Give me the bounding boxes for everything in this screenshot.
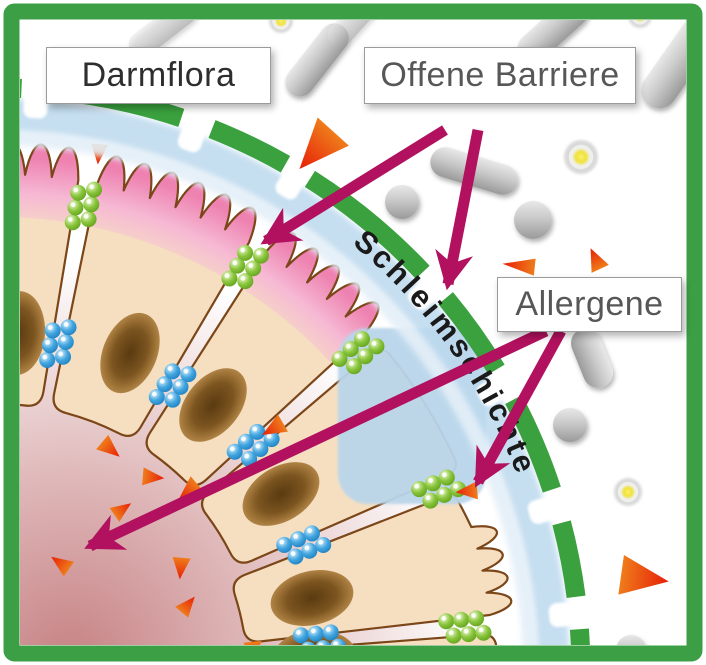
label-allergene-text: Allergene (515, 285, 664, 323)
cell-nucleus (242, 462, 320, 526)
bacterium-coccus (616, 635, 646, 645)
pointer-arrow (84, 326, 549, 551)
tight-junction-beads (39, 181, 492, 645)
cell-nucleus (179, 368, 247, 442)
cell-nucleus (270, 570, 354, 626)
label-offene-barriere-text: Offene Barriere (380, 56, 620, 94)
bacterium-coccus (385, 185, 419, 219)
pointer-arrow (473, 328, 566, 488)
cell-nucleus (20, 291, 46, 375)
pointer-arrow (260, 125, 448, 246)
brush-border (88, 156, 256, 280)
label-darmflora-text: Darmflora (81, 56, 236, 94)
bacterium-coccus (553, 408, 587, 442)
label-allergene: Allergene (497, 277, 682, 332)
yellow-particles (269, 20, 652, 506)
bacterium-rod (327, 20, 377, 48)
barrier-gap (527, 490, 581, 524)
barrier-gap (177, 99, 214, 153)
label-offene-barriere: Offene Barriere (364, 47, 636, 104)
brush-border (20, 144, 79, 224)
pointer-arrow (435, 128, 484, 291)
annotation-arrows (84, 125, 566, 551)
barrier-gap (548, 599, 602, 628)
barrier-gap (23, 66, 50, 119)
cell-nucleus (100, 312, 160, 394)
bacterium-rod (517, 20, 589, 64)
bacterium-rod (641, 20, 686, 109)
bacterium-coccus (514, 201, 552, 239)
brush-border (242, 232, 379, 364)
label-darmflora: Darmflora (46, 47, 271, 104)
green-frame (3, 3, 703, 662)
barrier-gap (477, 365, 529, 407)
bacterium-rod (128, 20, 198, 58)
bacterium-rod (571, 328, 613, 388)
